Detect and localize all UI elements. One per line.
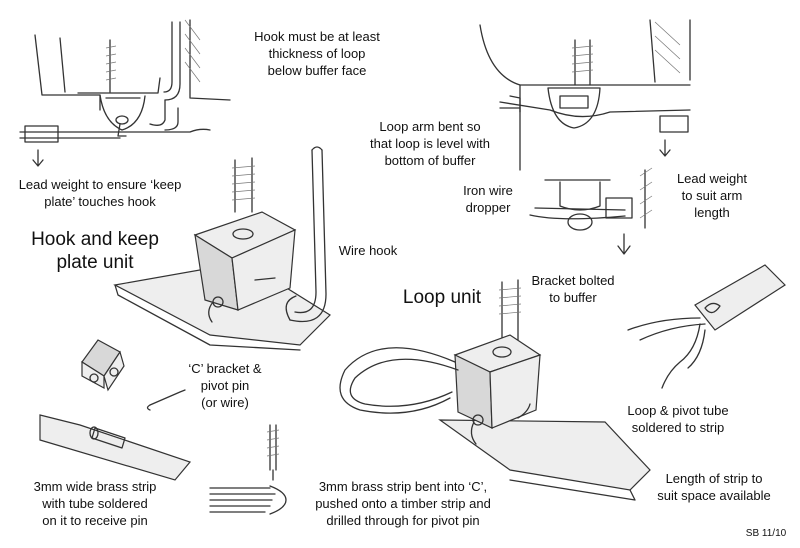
label-bracket-bolted: Bracket bolted to buffer [531, 273, 615, 305]
label-iron-wire-dropper: Iron wire dropper [463, 183, 513, 215]
label-brass-strip-tube: 3mm wide brass strip with tube soldered … [33, 479, 157, 528]
loop-pivot-strip [627, 264, 786, 389]
label-loop-unit: Loop unit [402, 287, 482, 308]
drill-sketch [209, 424, 287, 515]
dropper-sketch [529, 167, 653, 255]
hook-keep-plate-unit [113, 146, 331, 351]
label-wire-hook: Wire hook [338, 243, 398, 258]
loop-buffer-sketch [479, 19, 691, 171]
label-signature: SB 11/10 [745, 528, 787, 539]
label-loop-pivot: Loop & pivot tube soldered to strip [627, 403, 729, 435]
label-loop-arm: Loop arm bent so that loop is level with… [370, 119, 490, 168]
label-lead-weight-arm: Lead weight to suit arm length [676, 171, 748, 220]
label-hook-keep-unit: Hook and keep plate unit [31, 229, 159, 273]
c-bracket-parts [39, 339, 192, 481]
label-strip-length: Length of strip to suit space available [657, 471, 771, 503]
label-brass-strip-c: 3mm brass strip bent into ‘C’, pushed on… [315, 479, 491, 528]
label-c-bracket: ‘C’ bracket & pivot pin (or wire) [188, 361, 262, 410]
label-hook-depth: Hook must be at least thickness of loop … [254, 29, 380, 78]
loop-unit [339, 279, 651, 501]
hook-buffer-sketch [19, 19, 231, 167]
label-lead-weight-keep: Lead weight to ensure ‘keep plate’ touch… [18, 177, 182, 209]
